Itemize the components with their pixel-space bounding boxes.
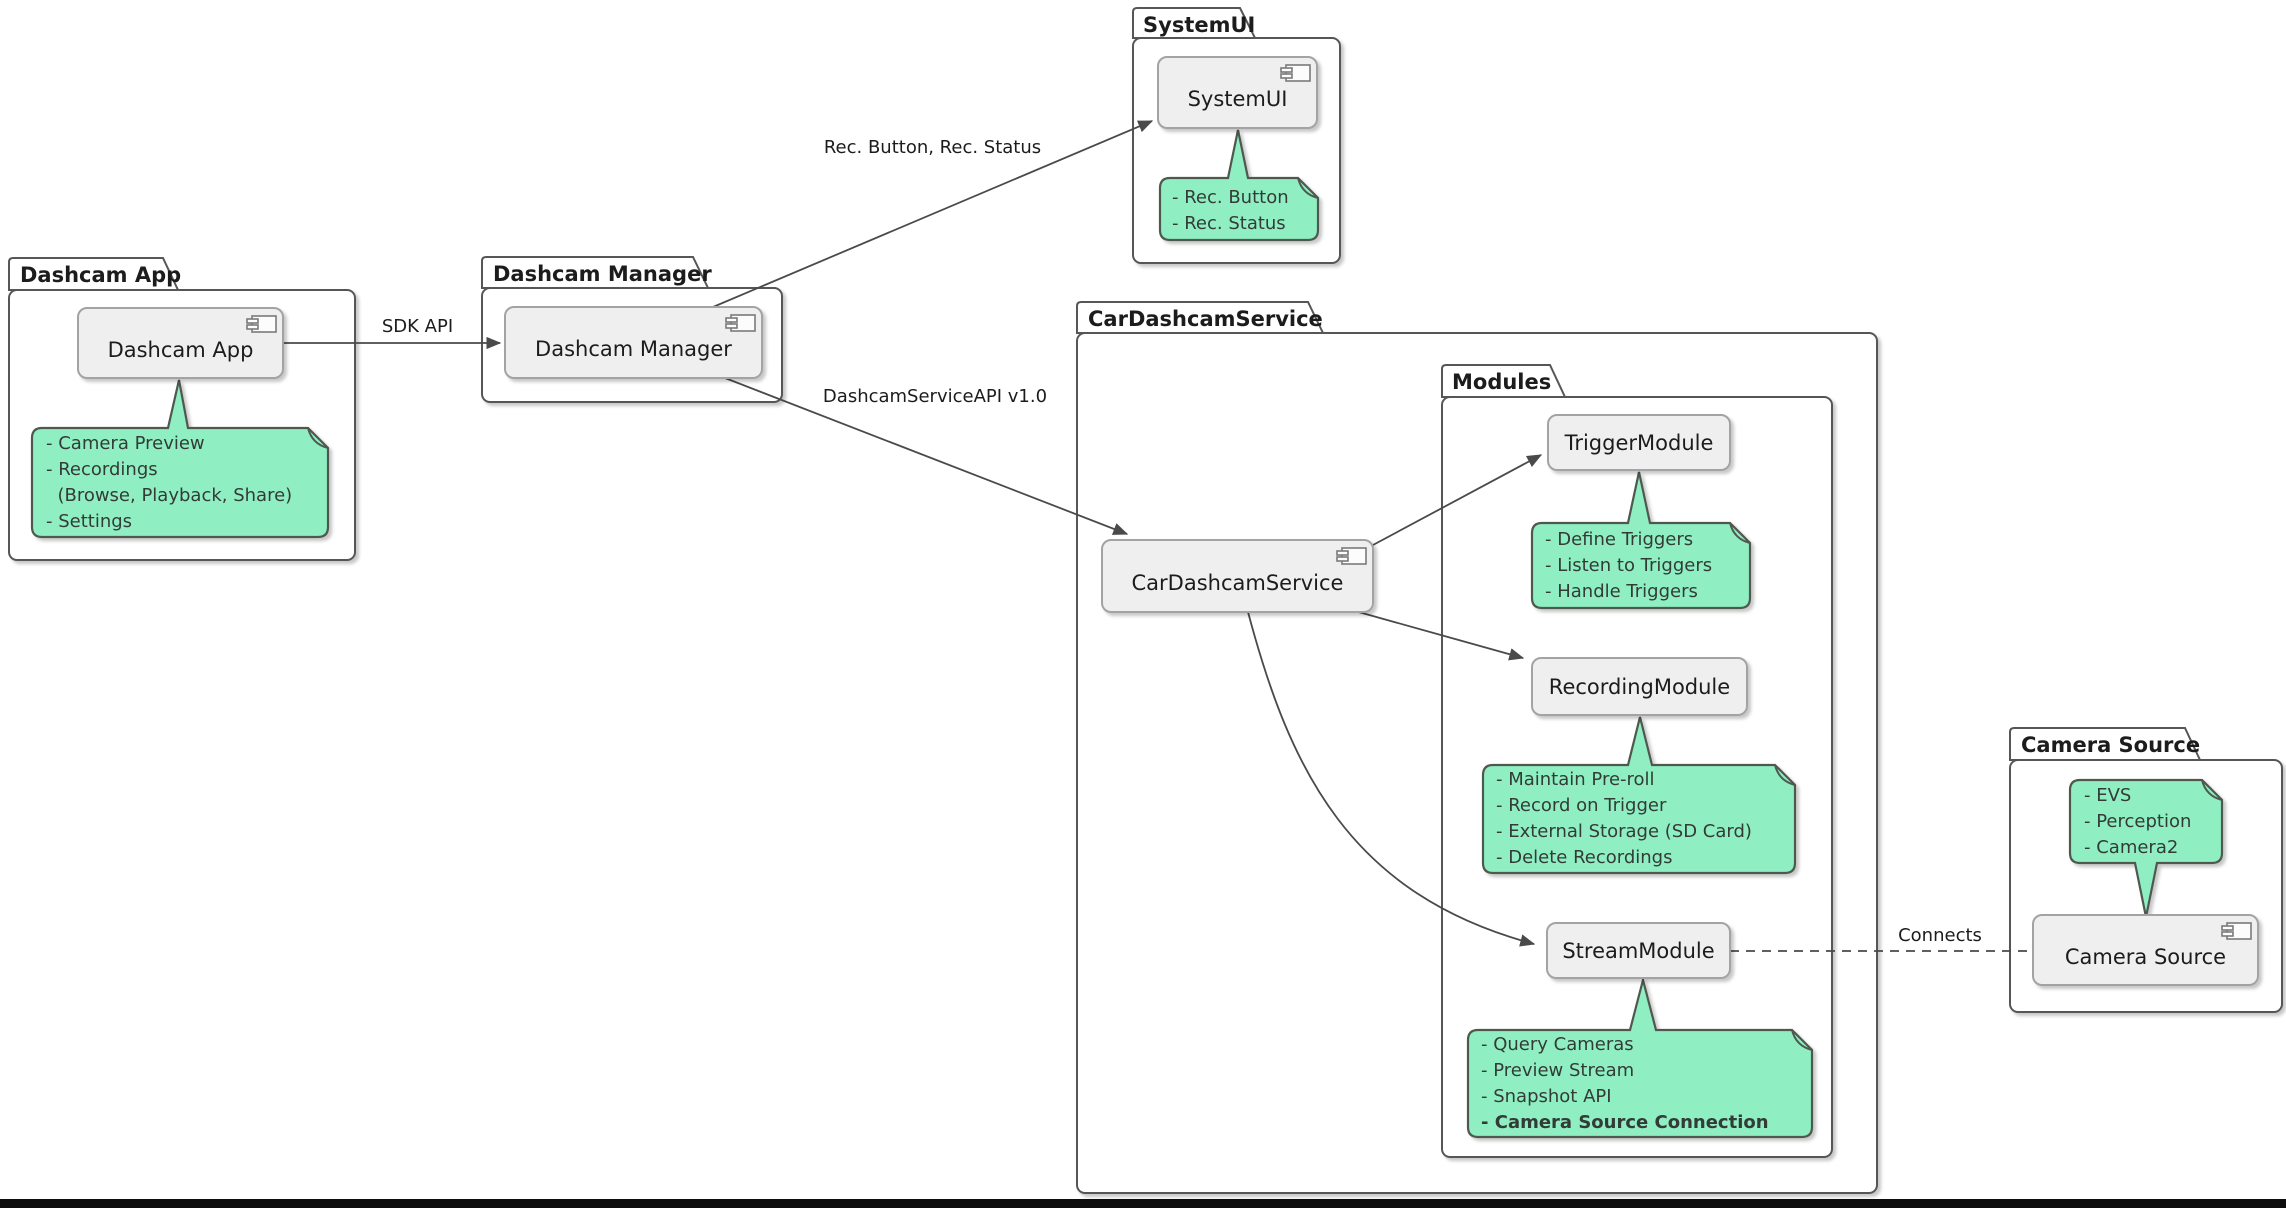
component-recording-module-label: RecordingModule: [1548, 674, 1731, 699]
note-line: - Camera Preview: [46, 433, 205, 454]
package-car-dashcam-service-tab: [1076, 301, 1325, 334]
note-camera-source-text: - EVS - Perception - Camera2: [2084, 783, 2191, 861]
package-dashcam-manager-tab: [481, 256, 710, 289]
note-line: (Browse, Playback, Share): [46, 485, 293, 506]
component-stream-module-label: StreamModule: [1562, 938, 1715, 963]
edge-sdk-api-label: SDK API: [381, 316, 454, 337]
package-systemui-tab: [1132, 7, 1257, 39]
note-trigger-module-shape: [1530, 471, 1752, 610]
note-recording-module-text: - Maintain Pre-roll - Record on Trigger …: [1496, 767, 1752, 871]
edge-rec-button-status-label: Rec. Button, Rec. Status: [823, 137, 1042, 158]
component-camera-source-box: [2032, 914, 2259, 986]
edge-connects-label: Connects: [1898, 925, 1982, 946]
note-line: - External Storage (SD Card): [1496, 821, 1752, 842]
systemui-component-icon: [1280, 64, 1311, 82]
note-line: - Handle Triggers: [1545, 581, 1698, 602]
note-line: - Record on Trigger: [1496, 795, 1667, 816]
package-modules-label: Modules: [1452, 370, 1552, 394]
dashcam-manager-component-icon: [725, 314, 756, 332]
note-camera-source-shape: [2068, 778, 2224, 918]
note-line: - Recordings: [46, 459, 158, 480]
dashcam-app-component-icon: [246, 315, 277, 333]
package-camera-source-label: Camera Source: [2021, 733, 2201, 757]
package-car-dashcam-service-label: CarDashcamService: [1088, 307, 1323, 331]
component-car-dashcam-service-box: [1101, 539, 1374, 613]
note-systemui-text: - Rec. Button - Rec. Status: [1172, 185, 1289, 237]
note-dashcam-app-text: - Camera Preview - Recordings (Browse, P…: [46, 431, 292, 535]
component-recording-module-box: [1531, 657, 1748, 716]
component-systemui-box: [1157, 56, 1318, 129]
note-line: - Perception: [2084, 811, 2192, 832]
note-line: - Preview Stream: [1481, 1060, 1635, 1081]
package-camera-source-tab: [2009, 727, 2202, 761]
note-line: - Maintain Pre-roll: [1496, 769, 1655, 790]
edge-dashcam-service-api-label: DashcamServiceAPI v1.0: [822, 386, 1048, 407]
note-dashcam-app-shape: [30, 379, 330, 539]
component-dashcam-manager-box: [504, 306, 763, 379]
note-line: - Define Triggers: [1545, 529, 1694, 550]
note-stream-module-shape: [1466, 975, 1814, 1139]
note-line: - Listen to Triggers: [1545, 555, 1713, 576]
component-car-dashcam-service-label: CarDashcamService: [1131, 570, 1344, 595]
note-line: - Query Cameras: [1481, 1034, 1634, 1055]
component-trigger-module-box: [1547, 414, 1731, 471]
note-dashcam-app-fold: [307, 427, 329, 449]
edge-rec-button-status-line: [712, 120, 1154, 308]
note-camera-source-fold: [2201, 779, 2223, 801]
component-dashcam-app-label: Dashcam App: [107, 337, 254, 362]
component-dashcam-app-box: [77, 307, 284, 379]
note-recording-module-fold: [1774, 764, 1796, 786]
edge-to-recording-module-line: [1354, 610, 1525, 661]
component-trigger-module-label: TriggerModule: [1564, 430, 1714, 455]
note-line: - Camera2: [2084, 837, 2179, 858]
component-dashcam-manager-label: Dashcam Manager: [535, 337, 732, 361]
package-dashcam-manager-label: Dashcam Manager: [493, 262, 712, 286]
camera-source-component-icon: [2221, 922, 2252, 940]
component-stream-module-box: [1546, 922, 1731, 979]
package-dashcam-app-label: Dashcam App: [20, 263, 182, 287]
package-modules-tab: [1441, 364, 1567, 398]
note-line: - EVS: [2084, 785, 2132, 806]
note-line: - Settings: [46, 511, 133, 532]
note-systemui-fold: [1297, 177, 1319, 199]
note-systemui-shape: [1158, 129, 1320, 242]
package-dashcam-app-tab: [8, 257, 180, 291]
note-recording-module-shape: [1481, 716, 1797, 875]
edge-to-stream-module-line: [1247, 611, 1536, 947]
note-line: - Rec. Status: [1172, 213, 1286, 234]
note-stream-module-fold: [1791, 1029, 1813, 1051]
note-line-bold: - Camera Source Connection: [1481, 1112, 1769, 1133]
component-systemui-label: SystemUI: [1187, 87, 1288, 111]
package-systemui-label: SystemUI: [1143, 13, 1256, 37]
note-line: - Rec. Button: [1172, 187, 1289, 208]
note-stream-module-text: - Query Cameras - Preview Stream - Snaps…: [1481, 1032, 1769, 1136]
component-camera-source-label: Camera Source: [2064, 944, 2227, 969]
note-line: - Delete Recordings: [1496, 847, 1673, 868]
edge-to-trigger-module-line: [1372, 454, 1543, 546]
edge-dashcam-service-api-line: [724, 377, 1129, 535]
car-dashcam-service-component-icon: [1336, 547, 1367, 565]
bottom-bar: [0, 1199, 2286, 1208]
note-trigger-module-text: - Define Triggers - Listen to Triggers -…: [1545, 527, 1712, 605]
note-line: - Snapshot API: [1481, 1086, 1612, 1107]
note-trigger-module-fold: [1729, 522, 1751, 544]
